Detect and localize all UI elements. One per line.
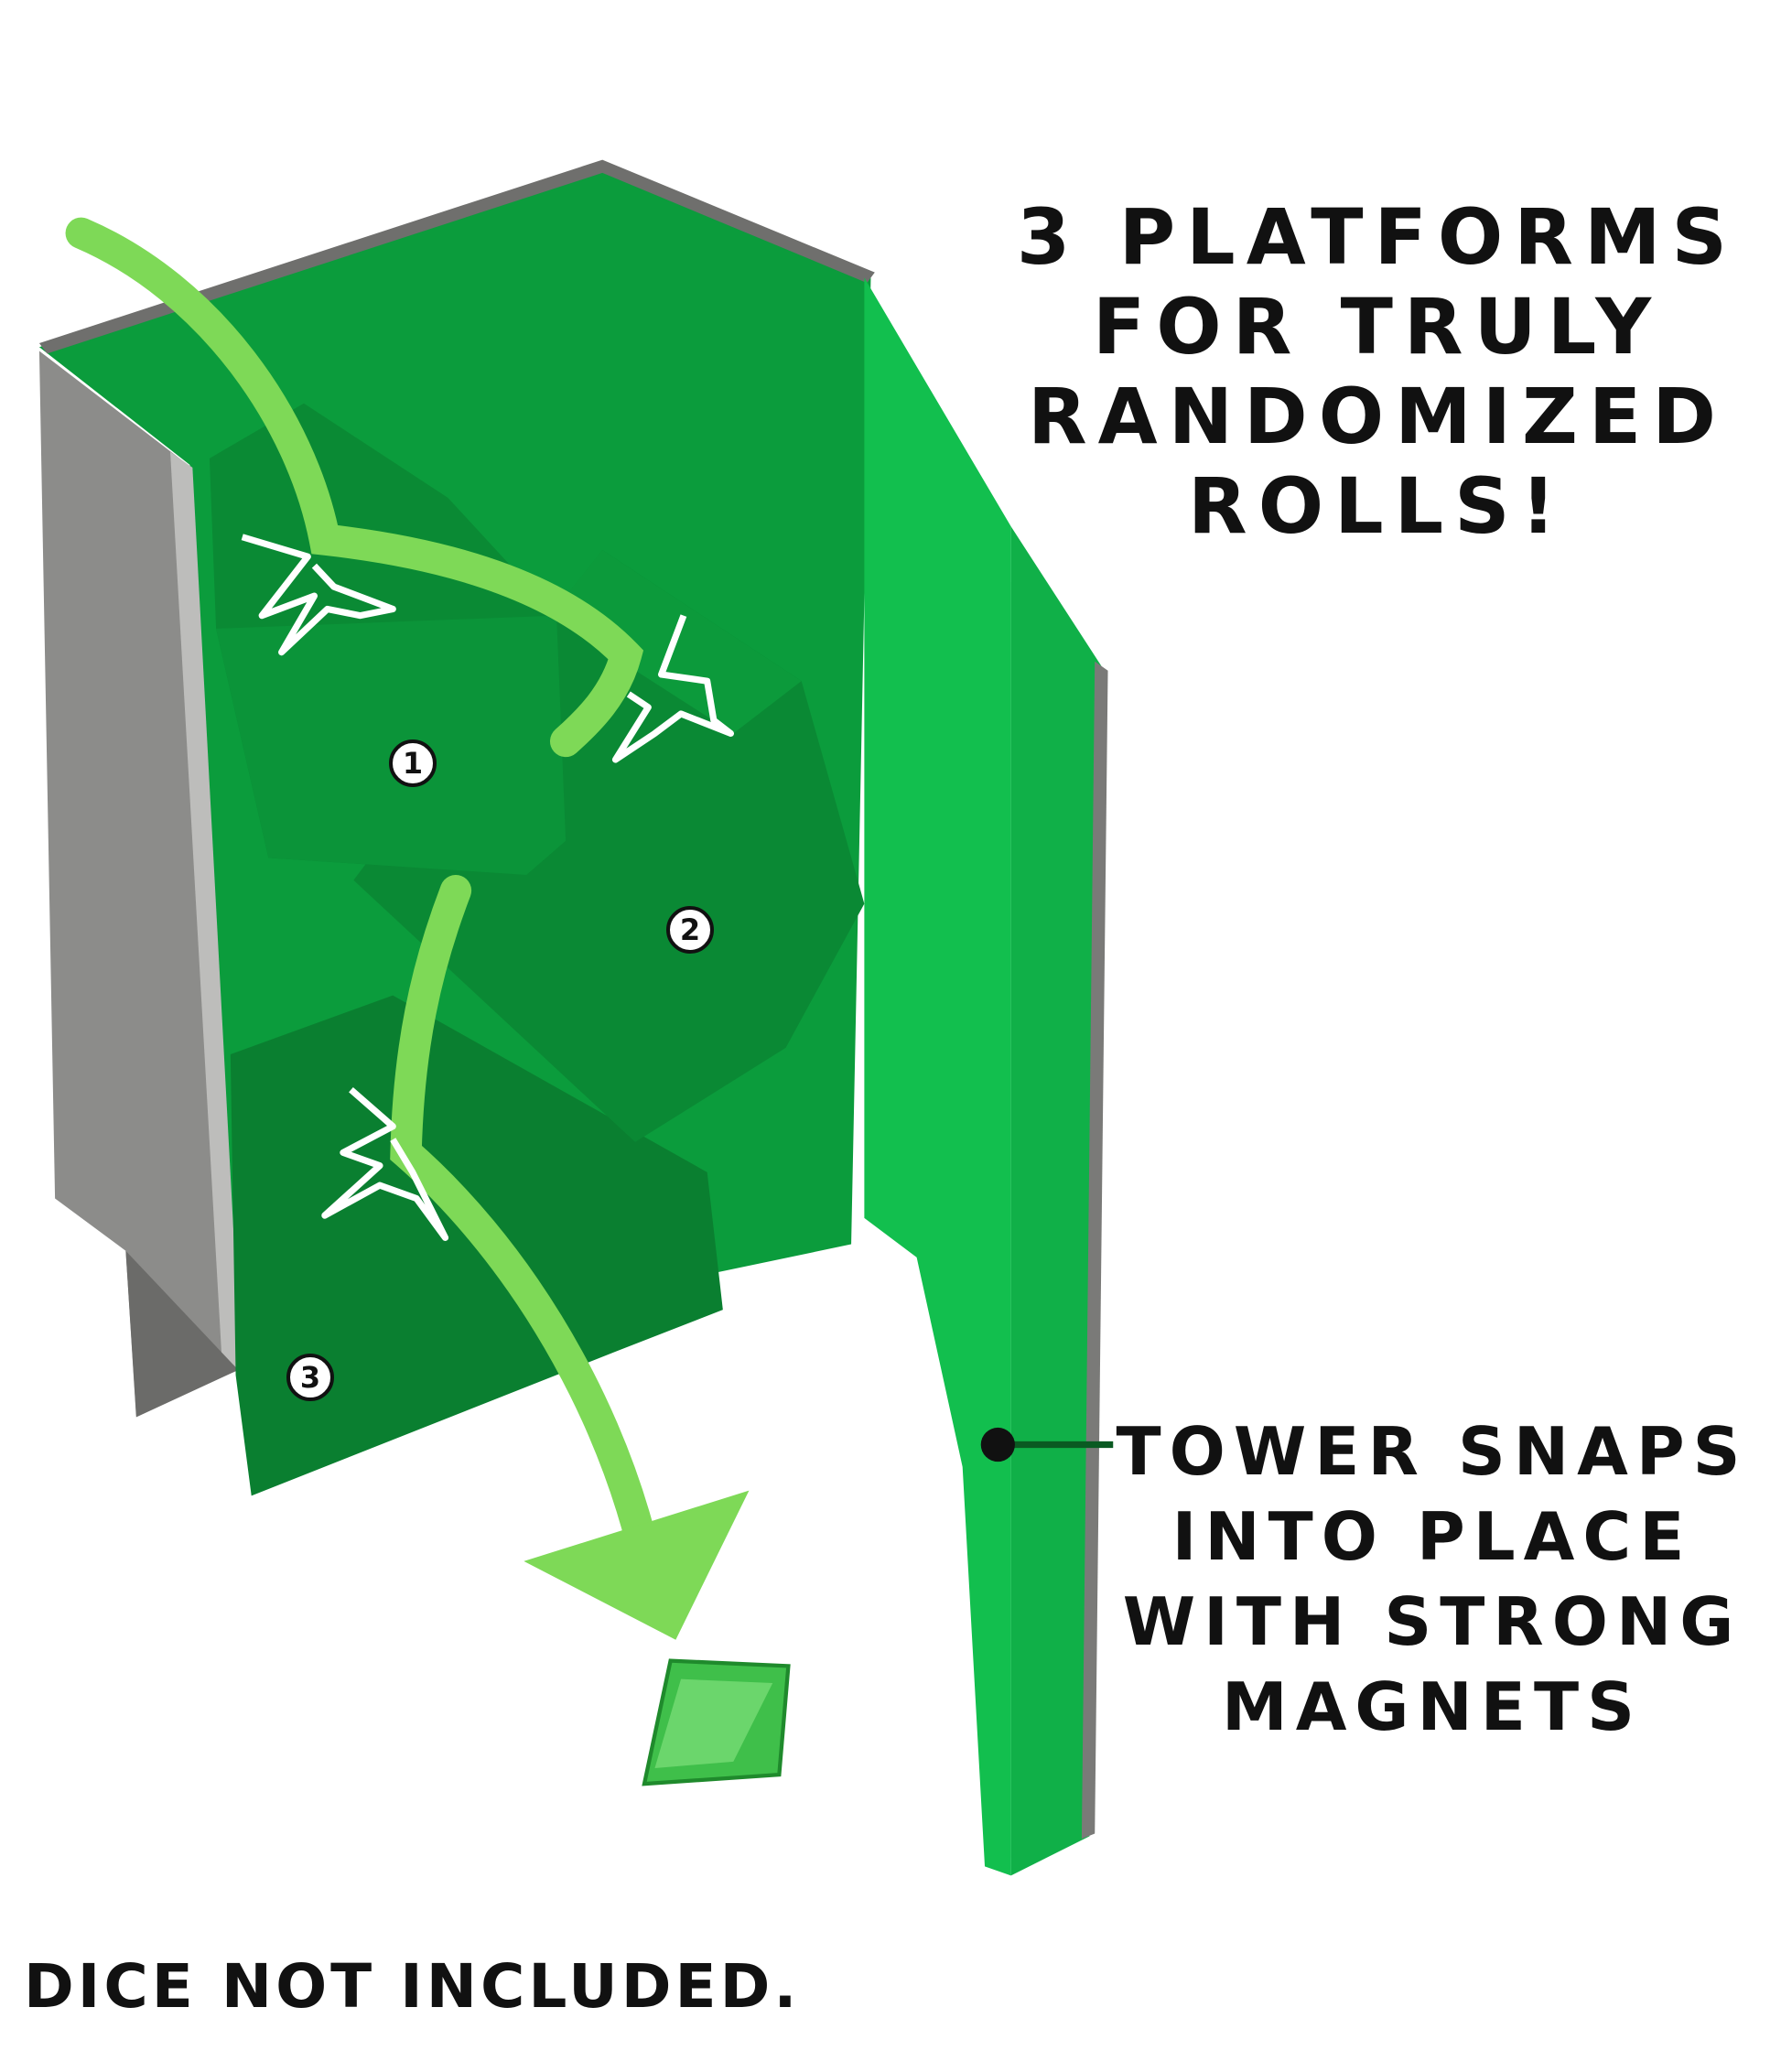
callout-line: RANDOMIZED xyxy=(1028,372,1727,461)
callout-line: ROLLS! xyxy=(1188,461,1567,551)
callout-line: MAGNETS xyxy=(1222,1668,1643,1745)
callout-line: INTO PLACE xyxy=(1171,1498,1693,1575)
callout-line: FOR TRULY xyxy=(1092,282,1663,372)
impact-burst-icon xyxy=(321,1086,449,1241)
callout-line: TOWER SNAPS xyxy=(1116,1413,1749,1490)
right-panel xyxy=(864,277,1011,1876)
callout-pointer-dot xyxy=(980,1427,1015,1462)
platforms-callout: 3 PLATFORMS FOR TRULY RANDOMIZED ROLLS! xyxy=(988,192,1766,551)
callout-line: 3 PLATFORMS xyxy=(1016,192,1739,282)
die-face xyxy=(654,1678,773,1768)
platform-number-1: 1 xyxy=(389,739,437,787)
dice-path-arrow-lower xyxy=(390,874,658,1559)
platform-1-front xyxy=(216,615,567,875)
callout-line: WITH STRONG xyxy=(1122,1583,1743,1660)
disclaimer-footnote: DICE NOT INCLUDED. xyxy=(24,1951,801,2022)
dice-path-arrow xyxy=(65,217,644,758)
magnets-callout: TOWER SNAPS INTO PLACE WITH STRONG MAGNE… xyxy=(1098,1409,1766,1750)
platform-number-3: 3 xyxy=(286,1354,334,1401)
platform-number-2: 2 xyxy=(666,906,714,954)
lower-shell xyxy=(125,1250,239,1418)
arrow-head xyxy=(524,1490,750,1640)
right-panel-outer xyxy=(1010,526,1103,1876)
right-panel-edge xyxy=(1081,661,1108,1840)
left-shell-edge xyxy=(170,451,242,1373)
impact-burst-icon xyxy=(611,614,735,763)
impact-burst-icon xyxy=(241,534,396,656)
